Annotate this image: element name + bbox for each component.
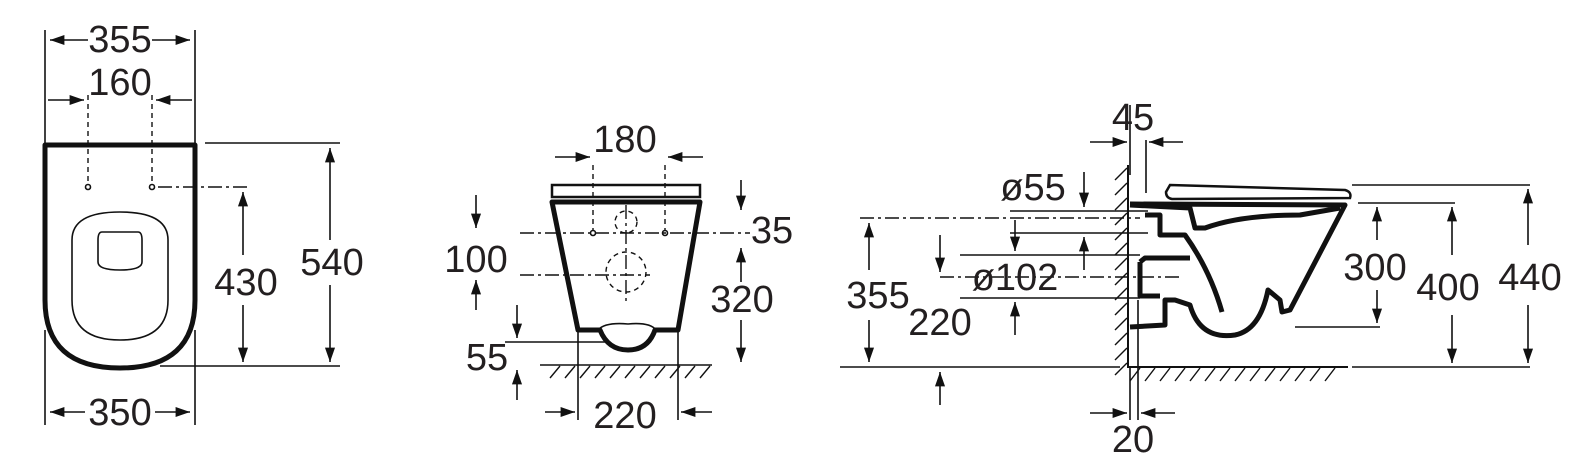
bowl-side-outline	[1129, 201, 1348, 339]
dim-rim-height: 400	[1416, 267, 1479, 309]
dim-front-base-width: 220	[593, 395, 656, 437]
bowl-opening	[97, 231, 143, 271]
seat-oval	[71, 211, 169, 341]
dim-wall-offset-top: 45	[1112, 97, 1154, 139]
top-view: 355 160 430 540 350	[42, 19, 364, 434]
dim-seat-height: 440	[1498, 257, 1561, 299]
dim-front-fixing-offset: 35	[751, 210, 793, 252]
dim-inlet-diameter: ø55	[1000, 167, 1065, 209]
front-view: 180 100 35 320 55 220	[444, 119, 793, 437]
bowl-front-outline	[549, 199, 703, 353]
seat	[550, 183, 702, 199]
dim-front-outlet-height: 320	[710, 279, 773, 321]
dim-front-fixing-vertical: 100	[444, 239, 507, 281]
dim-inlet-height: 355	[846, 275, 909, 317]
dim-outlet-diameter: ø102	[972, 257, 1059, 299]
dim-fixing-spacing: 160	[88, 62, 151, 104]
dim-wall-offset-bottom: 20	[1112, 419, 1154, 461]
dim-width-top: 355	[88, 19, 151, 61]
dim-front-bottom-clearance: 55	[466, 337, 508, 379]
floor-hatch	[549, 365, 711, 379]
seat-side	[1164, 183, 1352, 201]
dim-width-bottom: 350	[88, 392, 151, 434]
dim-front-fixing-spacing: 180	[593, 119, 656, 161]
dim-bowl-height: 300	[1343, 247, 1406, 289]
side-view: 45 ø55 355 220 ø102 300 400 440 20	[840, 97, 1562, 461]
bowl-outline	[42, 142, 198, 371]
dim-length: 540	[300, 242, 363, 284]
dim-outlet-height: 220	[908, 302, 971, 344]
dim-fixing-height: 430	[214, 262, 277, 304]
